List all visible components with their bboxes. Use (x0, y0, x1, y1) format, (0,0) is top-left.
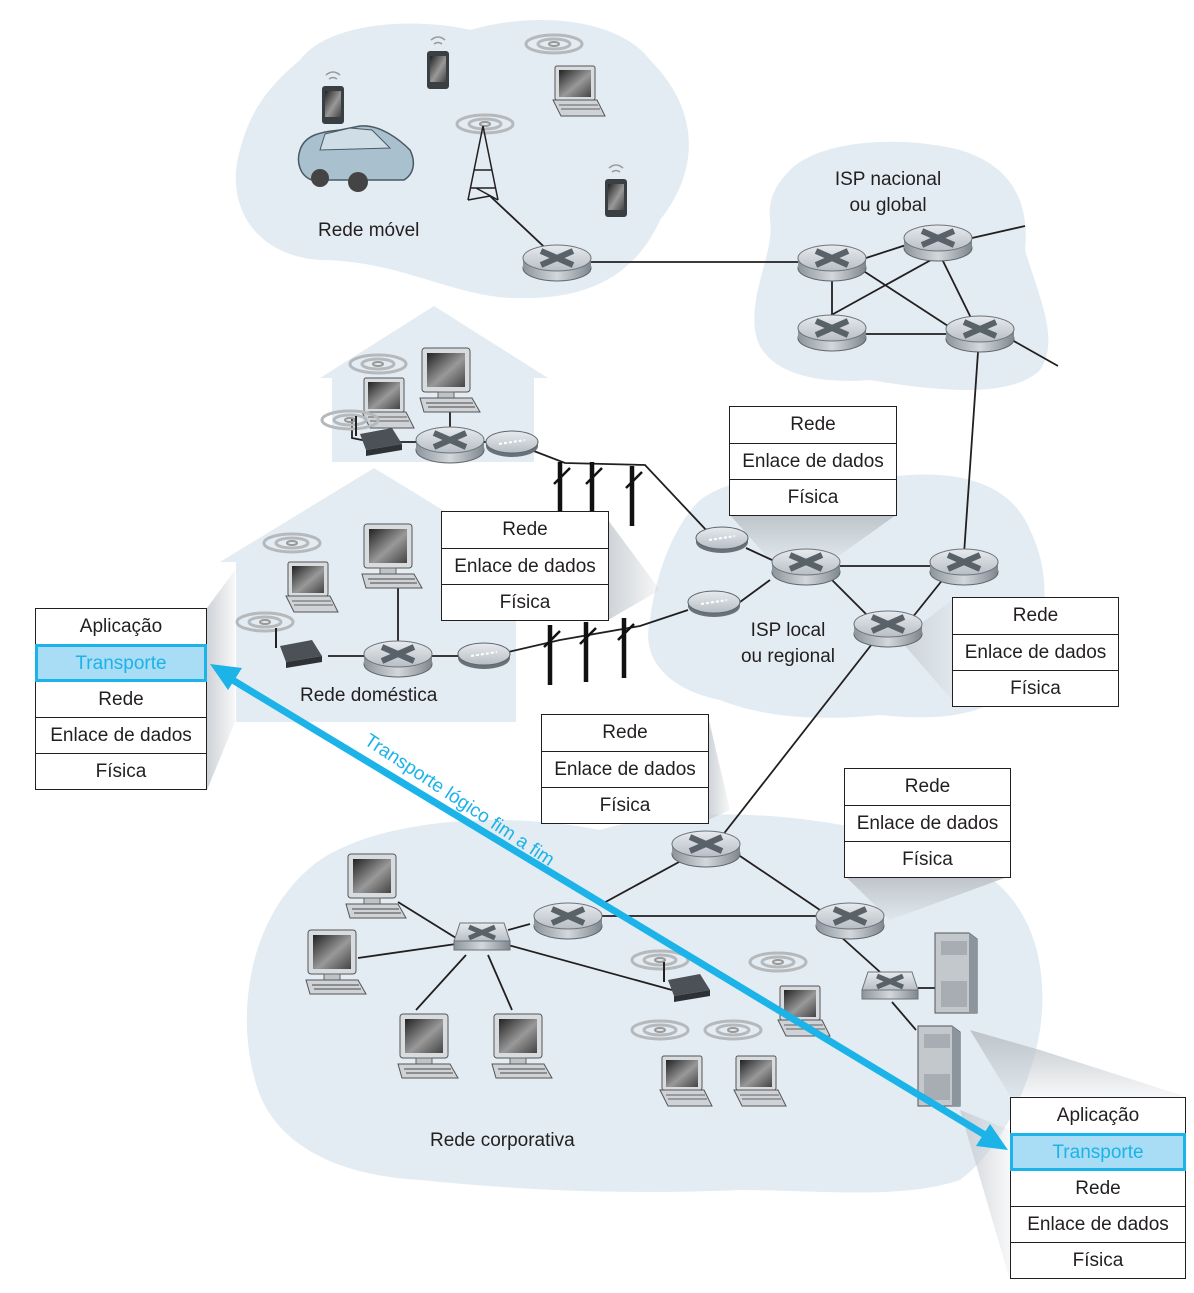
national-isp-label-line1: ISP nacional (834, 169, 942, 190)
layer-application: Aplicação (1056, 1105, 1140, 1126)
layer-network: Rede (1012, 605, 1059, 626)
router-protocol-stack: Rede Enlace de dados Física (541, 714, 709, 824)
router-icon (772, 549, 840, 585)
layer-network: Rede (36, 681, 206, 717)
layer-data-link: Enlace de dados (845, 805, 1010, 841)
layer-network: Rede (790, 414, 836, 435)
layer-physical: Física (730, 479, 896, 515)
host-protocol-stack-right: Aplicação Transporte Rede Enlace de dado… (1010, 1097, 1186, 1279)
national-isp-label-line2: ou global (849, 195, 927, 216)
enterprise-network-label: Rede corporativa (430, 1130, 575, 1151)
router-icon (798, 315, 866, 351)
utility-poles-bottom (544, 618, 634, 685)
layer-network: Rede (502, 519, 548, 540)
local-isp-label-line1: ISP local (750, 620, 826, 641)
router-protocol-stack: Rede Enlace de dados Física (441, 511, 609, 621)
router-protocol-stack: Rede Enlace de dados Física (952, 597, 1119, 707)
router-icon (904, 225, 972, 261)
layer-physical: Física (953, 670, 1118, 706)
layer-physical: Física (542, 787, 708, 823)
end-to-end-arrow (210, 664, 1008, 1150)
layer-network: Rede (904, 776, 951, 797)
layer-transport: Transporte (1010, 1133, 1186, 1171)
router-icon (523, 245, 591, 281)
server-icon (917, 1025, 961, 1107)
layer-application: Aplicação (79, 616, 163, 637)
national-isp-label: ISP nacional ou global (818, 167, 958, 219)
switch-icon (862, 972, 918, 999)
router-protocol-stack: Rede Enlace de dados Física (844, 768, 1011, 878)
router-icon (364, 641, 432, 677)
layer-physical: Física (845, 841, 1010, 877)
router-icon (854, 611, 922, 647)
layer-physical: Física (36, 753, 206, 789)
router-icon (672, 831, 740, 867)
layer-data-link: Enlace de dados (542, 751, 708, 787)
layer-data-link: Enlace de dados (953, 634, 1118, 670)
links (328, 195, 1059, 1031)
local-isp-label: ISP local ou regional (720, 618, 856, 670)
router-icon (946, 316, 1014, 352)
router-protocol-stack: Rede Enlace de dados Física (729, 406, 897, 516)
router-icon (930, 549, 998, 585)
router-icon (534, 903, 602, 939)
layer-network: Rede (602, 722, 648, 743)
home-network-label: Rede doméstica (300, 685, 438, 706)
cable-modem-icon (695, 526, 749, 554)
layer-transport: Transporte (35, 644, 207, 682)
router-icon (416, 427, 484, 463)
local-isp-label-line2: ou regional (740, 646, 836, 667)
cable-modem-icon (457, 642, 511, 670)
layer-physical: Física (442, 584, 608, 620)
layer-data-link: Enlace de dados (730, 443, 896, 479)
layer-data-link: Enlace de dados (36, 717, 206, 753)
layer-data-link: Enlace de dados (442, 548, 608, 584)
layer-data-link: Enlace de dados (1011, 1206, 1185, 1242)
layer-network: Rede (1011, 1170, 1185, 1206)
switch-icon (454, 923, 510, 950)
server-icon (934, 932, 978, 1014)
mobile-network-label: Rede móvel (318, 220, 420, 241)
car-icon (297, 125, 415, 192)
cable-modem-icon (485, 430, 539, 458)
cable-modem-icon (687, 590, 741, 618)
layer-physical: Física (1011, 1242, 1185, 1278)
host-protocol-stack-left: Aplicação Transporte Rede Enlace de dado… (35, 608, 207, 790)
router-icon (798, 245, 866, 281)
router-icon (816, 903, 884, 939)
cell-tower-icon (467, 125, 499, 201)
